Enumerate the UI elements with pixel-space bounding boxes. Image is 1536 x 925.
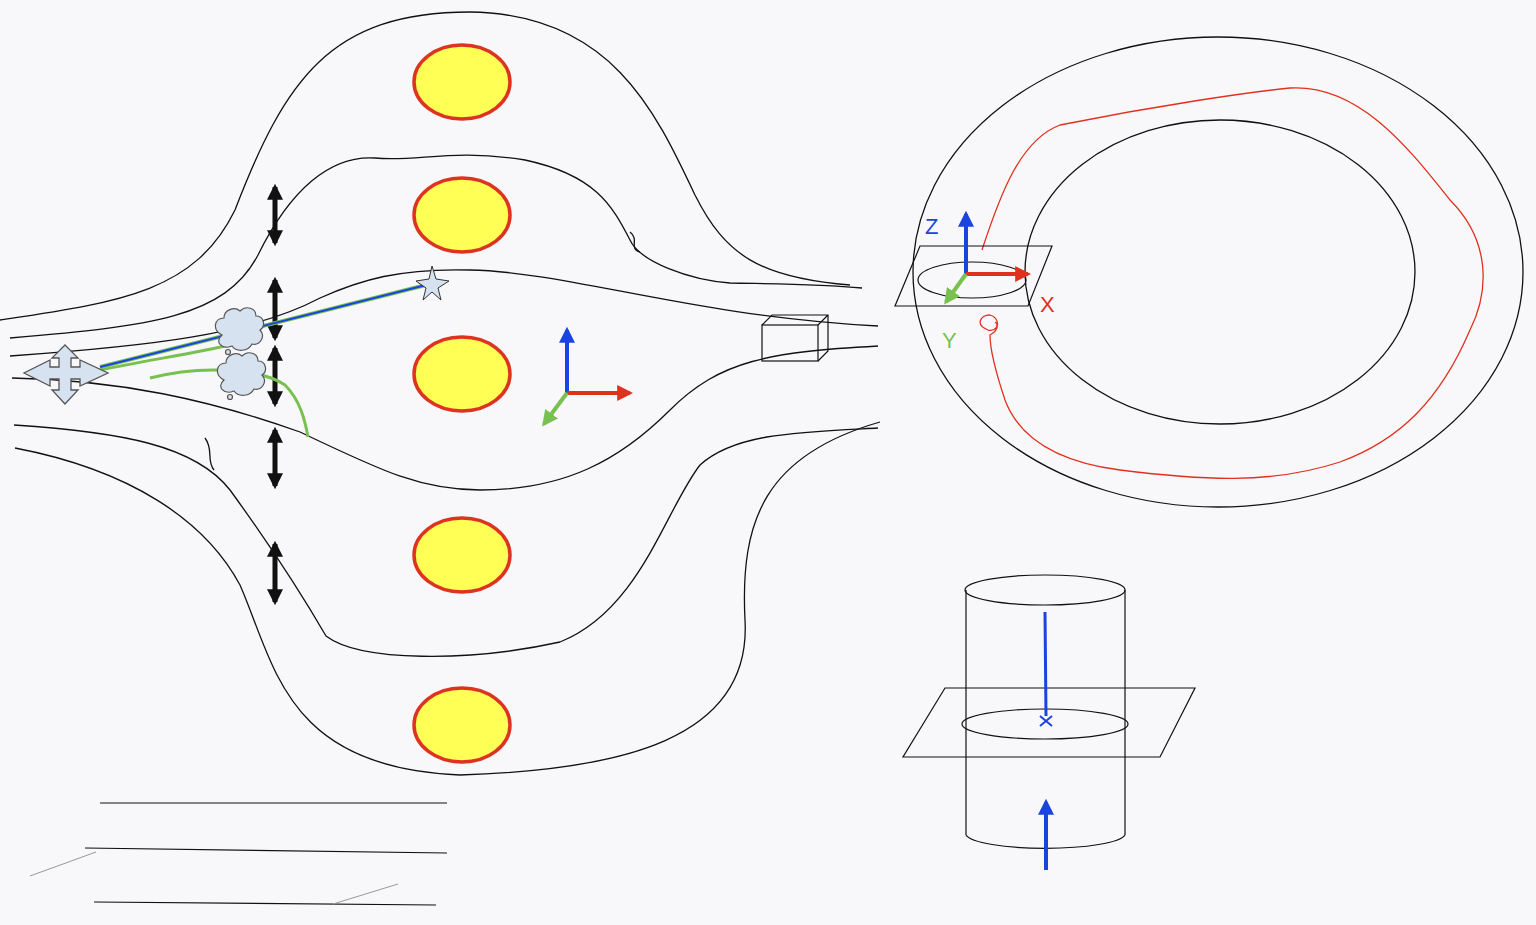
sketch-lines [30, 852, 398, 904]
axis-label: Z [925, 216, 938, 238]
axes [544, 330, 630, 424]
cylinder [903, 575, 1195, 848]
sketch-lines [85, 803, 447, 905]
beam-line [100, 284, 430, 367]
torus-axes [946, 214, 1028, 302]
clouds [215, 308, 265, 400]
axis-label: X [1040, 294, 1055, 316]
field-coils [414, 45, 510, 762]
box-3d [762, 315, 828, 361]
axis-label: Y [942, 330, 957, 352]
field-line [980, 88, 1483, 479]
torus [913, 37, 1523, 507]
beam-line [100, 284, 430, 367]
beam-line [100, 345, 230, 370]
star-marker [416, 266, 449, 300]
section-plane [895, 246, 1052, 306]
flux-surfaces [0, 12, 880, 775]
cylinder-current [1040, 612, 1052, 870]
four-way-arrow [24, 345, 108, 404]
double-arrows [273, 187, 278, 602]
